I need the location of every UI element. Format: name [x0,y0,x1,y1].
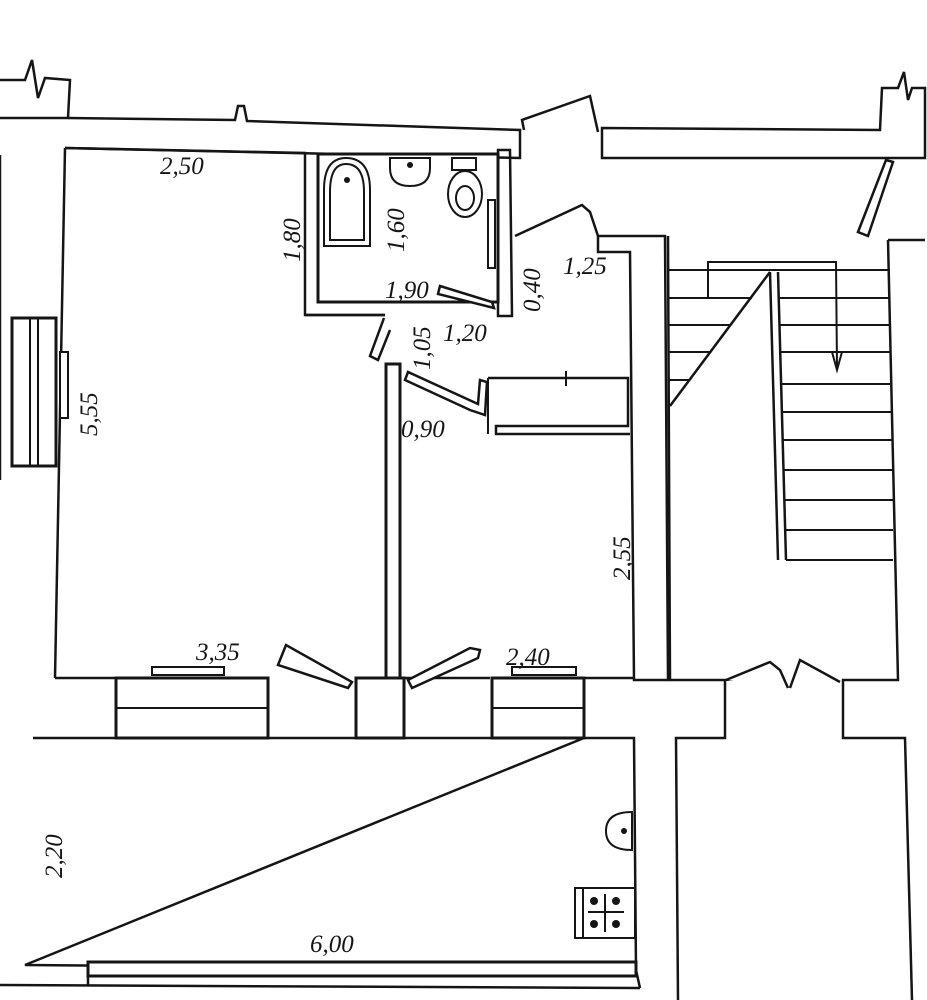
radiator-icon [487,199,496,269]
stove-icon [574,887,636,939]
sink-icon [389,157,431,188]
dim-bath-depth: 1,60 [383,208,410,252]
dim-right-room-height: 2,55 [609,536,636,580]
door-stair-top [856,158,895,238]
kitchen-sink-icon [604,810,633,852]
wall-top [64,104,522,160]
staircase-arrow-icon [707,261,843,374]
door-hall [514,203,600,238]
door-left-room-top [368,317,392,362]
dim-right-room-width: 2,40 [506,644,550,671]
wall-stair-right [841,238,925,1000]
door-mid-lower [406,646,482,690]
radiator-icon [511,666,577,676]
door-bathroom [436,284,496,310]
window-left [10,316,58,468]
dim-hall-top: 1,25 [563,253,607,280]
wall-stair-left [666,235,727,1000]
dim-left-room-width: 3,35 [195,639,240,666]
staircase [668,261,893,561]
window-kitchen [86,960,638,978]
dim-door-105: 1,05 [409,326,436,370]
dimension-labels: 2,50 1,80 1,60 1,90 0,40 1,25 1,05 1,20 … [41,153,636,958]
wall-closet [488,376,630,436]
door-left-lower [276,643,354,690]
wall-middle-room-right [596,234,670,682]
dim-bath-width: 1,90 [385,277,429,304]
wall-partition-middle [384,362,402,682]
door-stair-lower [725,658,841,689]
bathtub-icon [323,156,371,247]
wall-top-left-stub [0,59,72,120]
door-entrance [520,94,600,133]
radiator-icon [151,666,225,676]
wall-top-right [600,71,927,160]
dim-room-top-width: 2,50 [160,153,204,180]
bathroom-fixtures [323,156,496,269]
dim-bath-height: 1,80 [279,218,306,262]
kitchen-fixtures [574,810,636,939]
radiators [59,351,577,676]
dim-left-room-height: 5,55 [76,392,103,436]
dim-corridor-120: 1,20 [443,320,487,347]
wall-kitchen [24,736,638,972]
door-middle-room [403,370,489,417]
dim-bottom-room-width: 6,00 [310,931,354,958]
toilet-icon [447,157,483,218]
radiator-icon [59,351,69,419]
dim-corridor-090: 0,90 [401,416,445,443]
dim-hall-step: 0,40 [519,268,546,312]
wall-block-lower-mid [354,676,406,740]
wall-bathroom-right [496,148,514,318]
dim-bottom-room-height: 2,20 [41,834,68,878]
doors [276,94,895,690]
